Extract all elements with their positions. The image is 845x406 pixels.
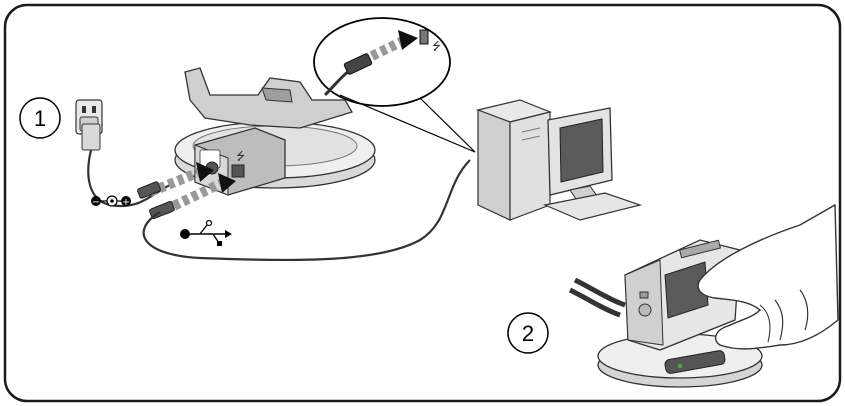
step-2-marker: 2 — [507, 312, 549, 354]
polarity-plus: + — [122, 197, 130, 208]
usb-port-callout: ⭍ — [313, 17, 476, 153]
dc-plug — [137, 181, 161, 199]
dc-polarity-icon: − + — [91, 195, 131, 208]
step-1-marker: 1 — [19, 97, 61, 139]
monitor-icon — [547, 107, 613, 206]
camera-dock-icon: ⭍ — [174, 67, 376, 196]
step-1-number: 1 — [34, 106, 46, 131]
usb-cable — [142, 159, 471, 262]
computer-tower-icon — [475, 99, 552, 221]
ac-adapter-icon — [81, 123, 101, 151]
step2-cables — [568, 277, 626, 318]
usb-icon — [180, 219, 232, 246]
hand-icon — [697, 203, 839, 350]
callout-usb-symbol: ⭍ — [432, 40, 441, 53]
digital-camera-icon — [624, 239, 741, 351]
dock-usb-symbol: ⭍ — [236, 150, 245, 163]
insertion-arrows — [148, 162, 236, 215]
keyboard-icon — [542, 192, 643, 221]
polarity-minus: − — [92, 197, 100, 208]
step-2-number: 2 — [522, 321, 534, 346]
